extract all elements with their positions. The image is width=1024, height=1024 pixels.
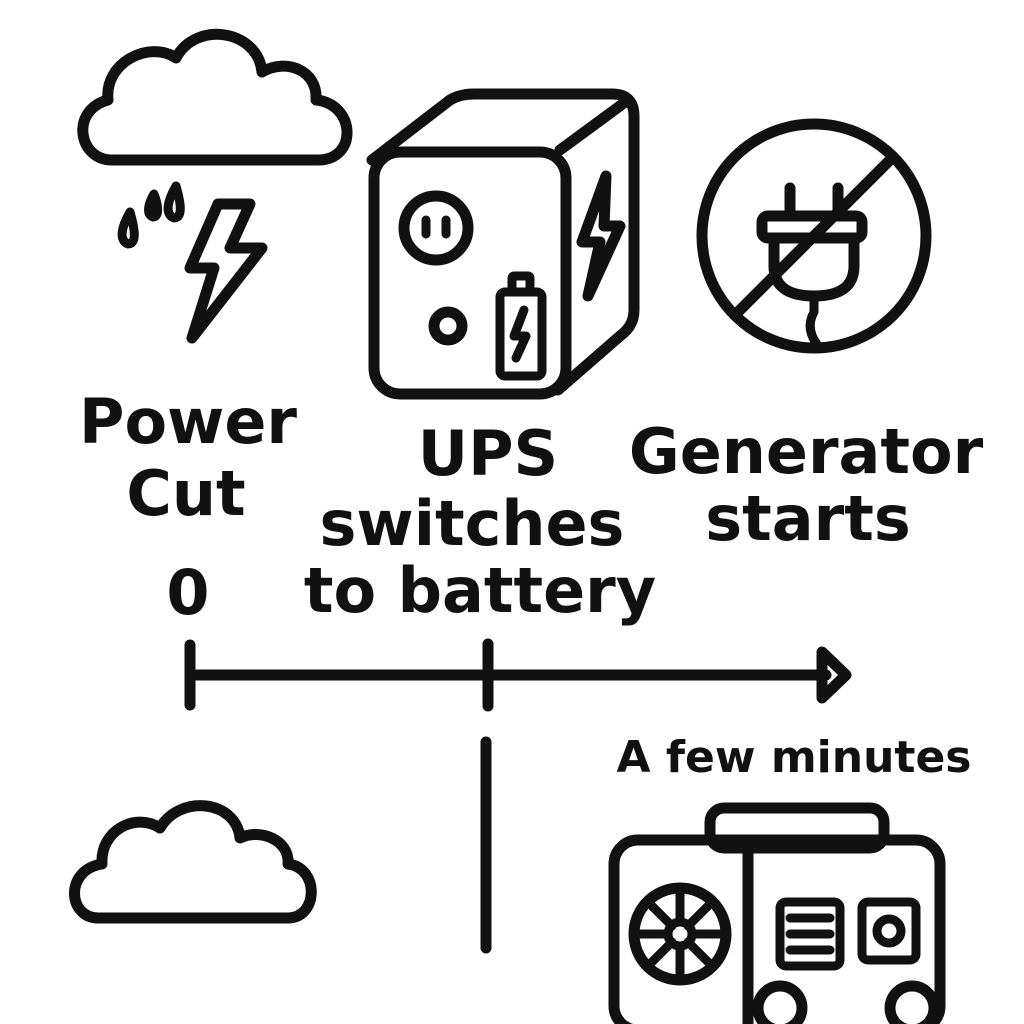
generator-label-line2: starts (705, 482, 911, 555)
few-minutes-label: A few minutes (617, 732, 972, 783)
no-plug-icon (696, 118, 932, 354)
ups-device-icon (366, 88, 640, 400)
ups-label-line3: to battery (304, 554, 656, 627)
generator-icon (608, 802, 946, 1024)
ups-label-line2: switches (320, 487, 625, 560)
ups-label-line1: UPS (418, 417, 558, 490)
timeline-arrowhead (816, 646, 852, 704)
power-cut-label-line1: Power (79, 385, 297, 458)
generator-label-line1: Generator (629, 415, 984, 488)
cloud-icon (69, 800, 317, 924)
time-zero-label: 0 (166, 556, 209, 629)
timeline: 0 (166, 556, 852, 954)
storm-cloud-icon (77, 28, 353, 344)
power-cut-label-line2: Cut (126, 457, 245, 530)
